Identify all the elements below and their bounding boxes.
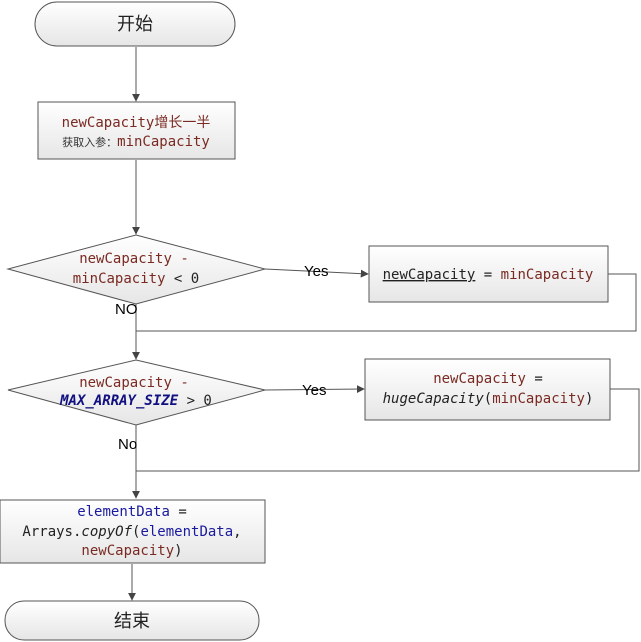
action2-var: newCapacity (433, 371, 526, 387)
decision1-var: minCapacity (73, 271, 166, 287)
copy-line1: elementData = (77, 504, 187, 520)
decision2-op: > 0 (178, 393, 212, 409)
start-label: 开始 (117, 14, 153, 35)
edge-action1-return (136, 273, 637, 332)
step1-param-label: 获取入参： (62, 135, 117, 149)
decision2-line1: newCapacity - (79, 375, 189, 391)
copy-op: = (170, 504, 187, 520)
decision2-const: MAX_ARRAY_SIZE (59, 393, 179, 409)
edge-decision2-yes (264, 385, 365, 394)
start-node: 开始 (34, 1, 236, 47)
step1-desc: 增长一半 (154, 115, 210, 131)
decision2-no-label: No (118, 436, 137, 453)
copy-comma: , (233, 524, 241, 540)
action2-line2: hugeCapacity(minCapacity) (383, 391, 594, 407)
copy-prefix: Arrays. (22, 524, 81, 540)
step1-line1: newCapacity增长一半 (62, 115, 211, 131)
action-assign-min: newCapacity = minCapacity (368, 245, 609, 303)
step1-var: newCapacity (62, 115, 155, 131)
decision2-yes-label: Yes (302, 382, 326, 399)
action2-op: = (526, 371, 543, 387)
action2-close: ) (585, 391, 593, 407)
decision-min-capacity: newCapacity - minCapacity < 0 (6, 234, 267, 305)
decision1-line2: minCapacity < 0 (73, 271, 199, 287)
decision2-line2: MAX_ARRAY_SIZE > 0 (59, 393, 212, 409)
step1-line2: 获取入参：minCapacity (62, 134, 210, 150)
step-array-copy: elementData = Arrays.copyOf(elementData,… (0, 499, 266, 564)
copy-var: elementData (77, 504, 170, 520)
decision1-line1: newCapacity - (79, 251, 189, 267)
edge-decision1-yes (264, 268, 369, 278)
action2-open: ( (484, 391, 492, 407)
copy-arg2: newCapacity (81, 543, 174, 559)
step1-param-var: minCapacity (117, 134, 210, 150)
action1-op: = (475, 267, 500, 283)
copy-line2: Arrays.copyOf(elementData, (22, 524, 241, 540)
action1-lhs: newCapacity (383, 267, 476, 283)
action1-text: newCapacity = minCapacity (383, 267, 594, 283)
action2-fn: hugeCapacity (383, 391, 485, 407)
copy-close: ) (174, 543, 182, 559)
decision1-op: < 0 (166, 271, 200, 287)
end-label: 结束 (114, 611, 150, 632)
step-grow-capacity: newCapacity增长一半 获取入参：minCapacity (37, 101, 236, 160)
edge-action2-return (136, 388, 640, 472)
action2-line1: newCapacity = (433, 371, 543, 387)
connectors (128, 47, 640, 601)
copy-arg1: elementData (140, 524, 233, 540)
end-node: 结束 (4, 600, 260, 641)
copy-line3: newCapacity) (81, 543, 182, 559)
copy-fn: copyOf (81, 524, 132, 540)
decision-max-array-size: newCapacity - MAX_ARRAY_SIZE > 0 (7, 359, 266, 426)
action-huge-capacity: newCapacity = hugeCapacity(minCapacity) (364, 358, 611, 421)
decision1-yes-label: Yes (304, 263, 328, 280)
action2-arg: minCapacity (492, 391, 585, 407)
action1-rhs: minCapacity (501, 267, 594, 283)
decision1-no-label: NO (115, 301, 138, 318)
copy-open: ( (132, 524, 140, 540)
